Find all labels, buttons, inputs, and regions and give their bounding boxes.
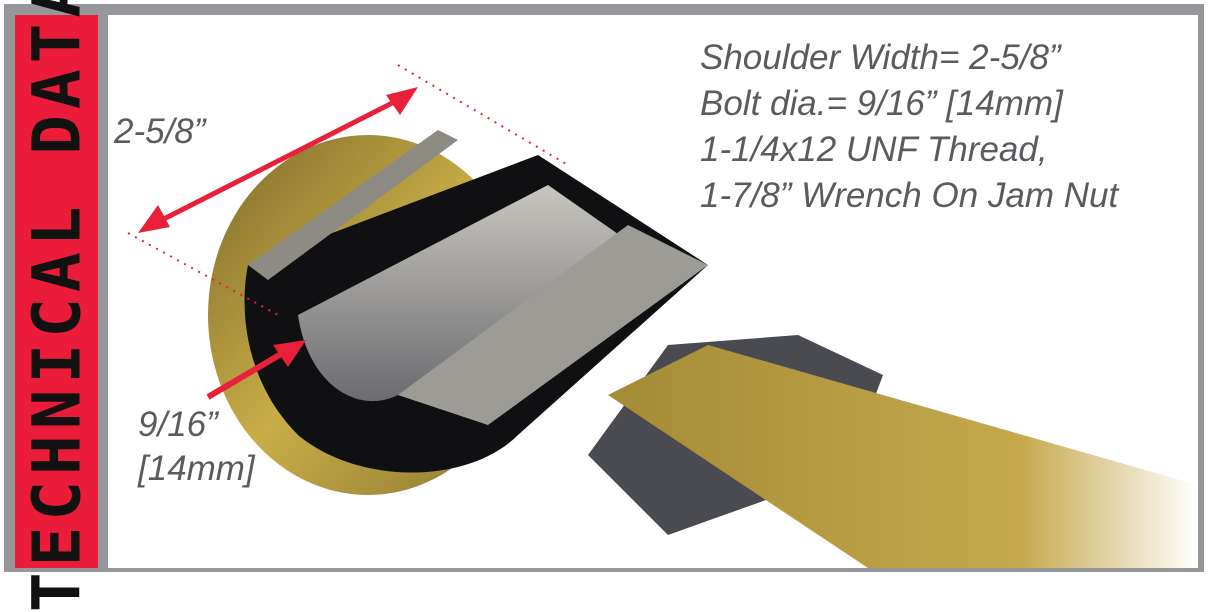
dimension-arrow [146, 92, 410, 230]
banner-title: TECHNICAL DATA [18, 0, 95, 612]
arrowhead [138, 205, 170, 233]
threaded-shank [608, 345, 1198, 568]
bore [298, 185, 648, 402]
spec-line: 1-7/8” Wrench On Jam Nut [700, 176, 1119, 215]
bore-label-inch: 9/16” [138, 405, 218, 444]
bore-label-mm: [14mm] [138, 449, 255, 488]
arrowhead [386, 87, 418, 115]
diagram-panel: 2-5/8” 9/16” [14mm] Shoulder Width= 2-5/… [108, 15, 1198, 568]
technical-data-banner: TECHNICAL DATA [15, 0, 98, 612]
spec-line: Bolt dia.= 9/16” [14mm] [700, 84, 1063, 123]
bore-arrow [206, 344, 295, 400]
shoulder-width-label: 2-5/8” [114, 112, 206, 151]
top-race [248, 130, 458, 280]
spec-line: 1-1/4x12 UNF Thread, [700, 130, 1048, 169]
spec-line: Shoulder Width= 2-5/8” [700, 38, 1061, 77]
arrowhead [273, 340, 306, 367]
spec-list: Shoulder Width= 2-5/8” Bolt dia.= 9/16” … [700, 35, 1118, 219]
bottom-race [398, 225, 708, 425]
extension-line [397, 64, 569, 166]
rod-end-illustration [127, 64, 1198, 568]
